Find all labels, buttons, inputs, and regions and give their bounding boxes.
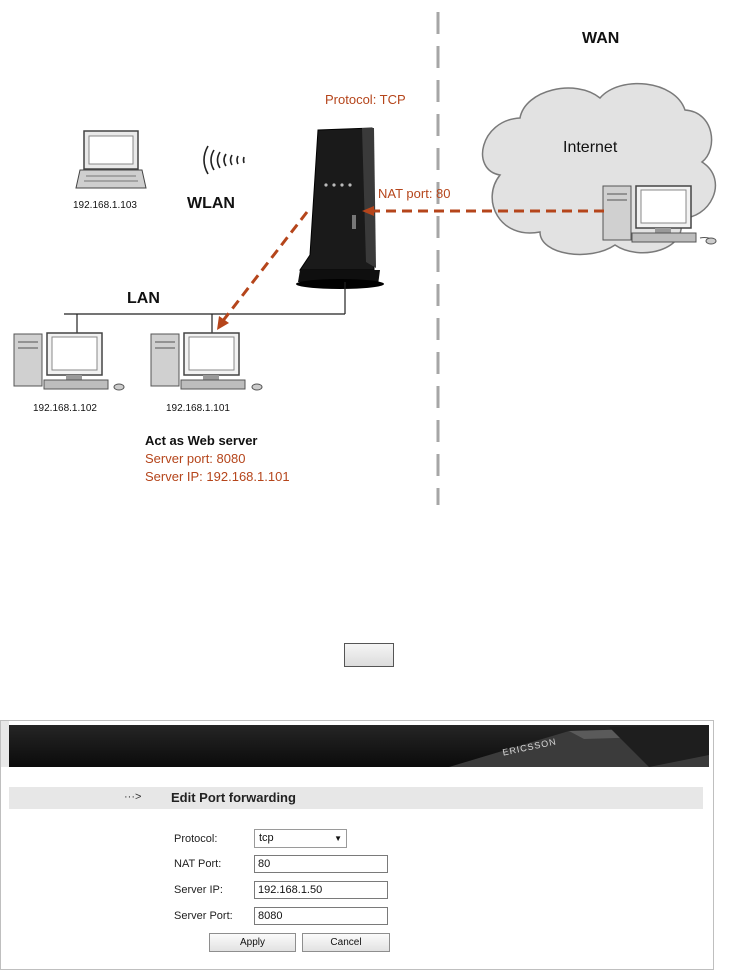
protocol-label: Protocol: TCP <box>325 92 406 107</box>
protocol-select-value: tcp <box>259 832 274 844</box>
lan-label: LAN <box>127 290 160 307</box>
pc-right-ip: 192.168.1.101 <box>166 403 230 414</box>
lan-computer-right-icon <box>150 332 263 391</box>
nat-port-label: NAT port: 80 <box>378 186 451 201</box>
server-ip-label: Server IP: 192.168.1.101 <box>145 469 290 484</box>
banner-edge <box>1 721 9 767</box>
wan-computer-icon <box>602 185 717 245</box>
section-header: ···> Edit Port forwarding <box>9 787 703 809</box>
cancel-button[interactable]: Cancel <box>302 933 390 952</box>
section-title: Edit Port forwarding <box>171 790 296 805</box>
server-port-label: Server port: 8080 <box>145 451 246 466</box>
pc-left-ip: 192.168.1.102 <box>33 403 97 414</box>
lan-computer-left-icon <box>13 332 125 391</box>
server-ip-input[interactable]: 192.168.1.50 <box>254 881 388 899</box>
server-title: Act as Web server <box>145 433 258 448</box>
laptop-ip: 192.168.1.103 <box>73 200 137 211</box>
protocol-select[interactable]: tcp ▼ <box>254 829 347 848</box>
network-diagram <box>13 12 717 505</box>
server-ip-field-label: Server IP: <box>174 884 223 896</box>
header-banner: ERICSSON <box>9 725 709 767</box>
internet-cloud <box>481 82 717 256</box>
arrow-icon: ···> <box>124 791 142 803</box>
router-graphic <box>449 725 709 767</box>
wireless-signal-icon <box>203 145 245 175</box>
nat-port-input[interactable]: 80 <box>254 855 388 873</box>
port-forwarding-panel: ERICSSON ···> Edit Port forwarding Proto… <box>0 720 714 970</box>
arrowhead-router <box>362 206 374 216</box>
wan-label: WAN <box>582 30 620 47</box>
apply-button[interactable]: Apply <box>209 933 296 952</box>
server-port-input[interactable]: 8080 <box>254 907 388 925</box>
forwarding-path <box>220 209 604 323</box>
laptop-icon <box>75 130 147 189</box>
internet-label: Internet <box>563 139 618 156</box>
arrowhead-server <box>217 316 229 330</box>
nat-port-field-label: NAT Port: <box>174 858 222 870</box>
server-port-field-label: Server Port: <box>174 910 233 922</box>
chevron-down-icon: ▼ <box>334 834 342 843</box>
blank-button[interactable] <box>344 643 394 667</box>
router-icon <box>296 127 384 289</box>
wlan-label: WLAN <box>187 195 235 212</box>
protocol-field-label: Protocol: <box>174 833 218 845</box>
